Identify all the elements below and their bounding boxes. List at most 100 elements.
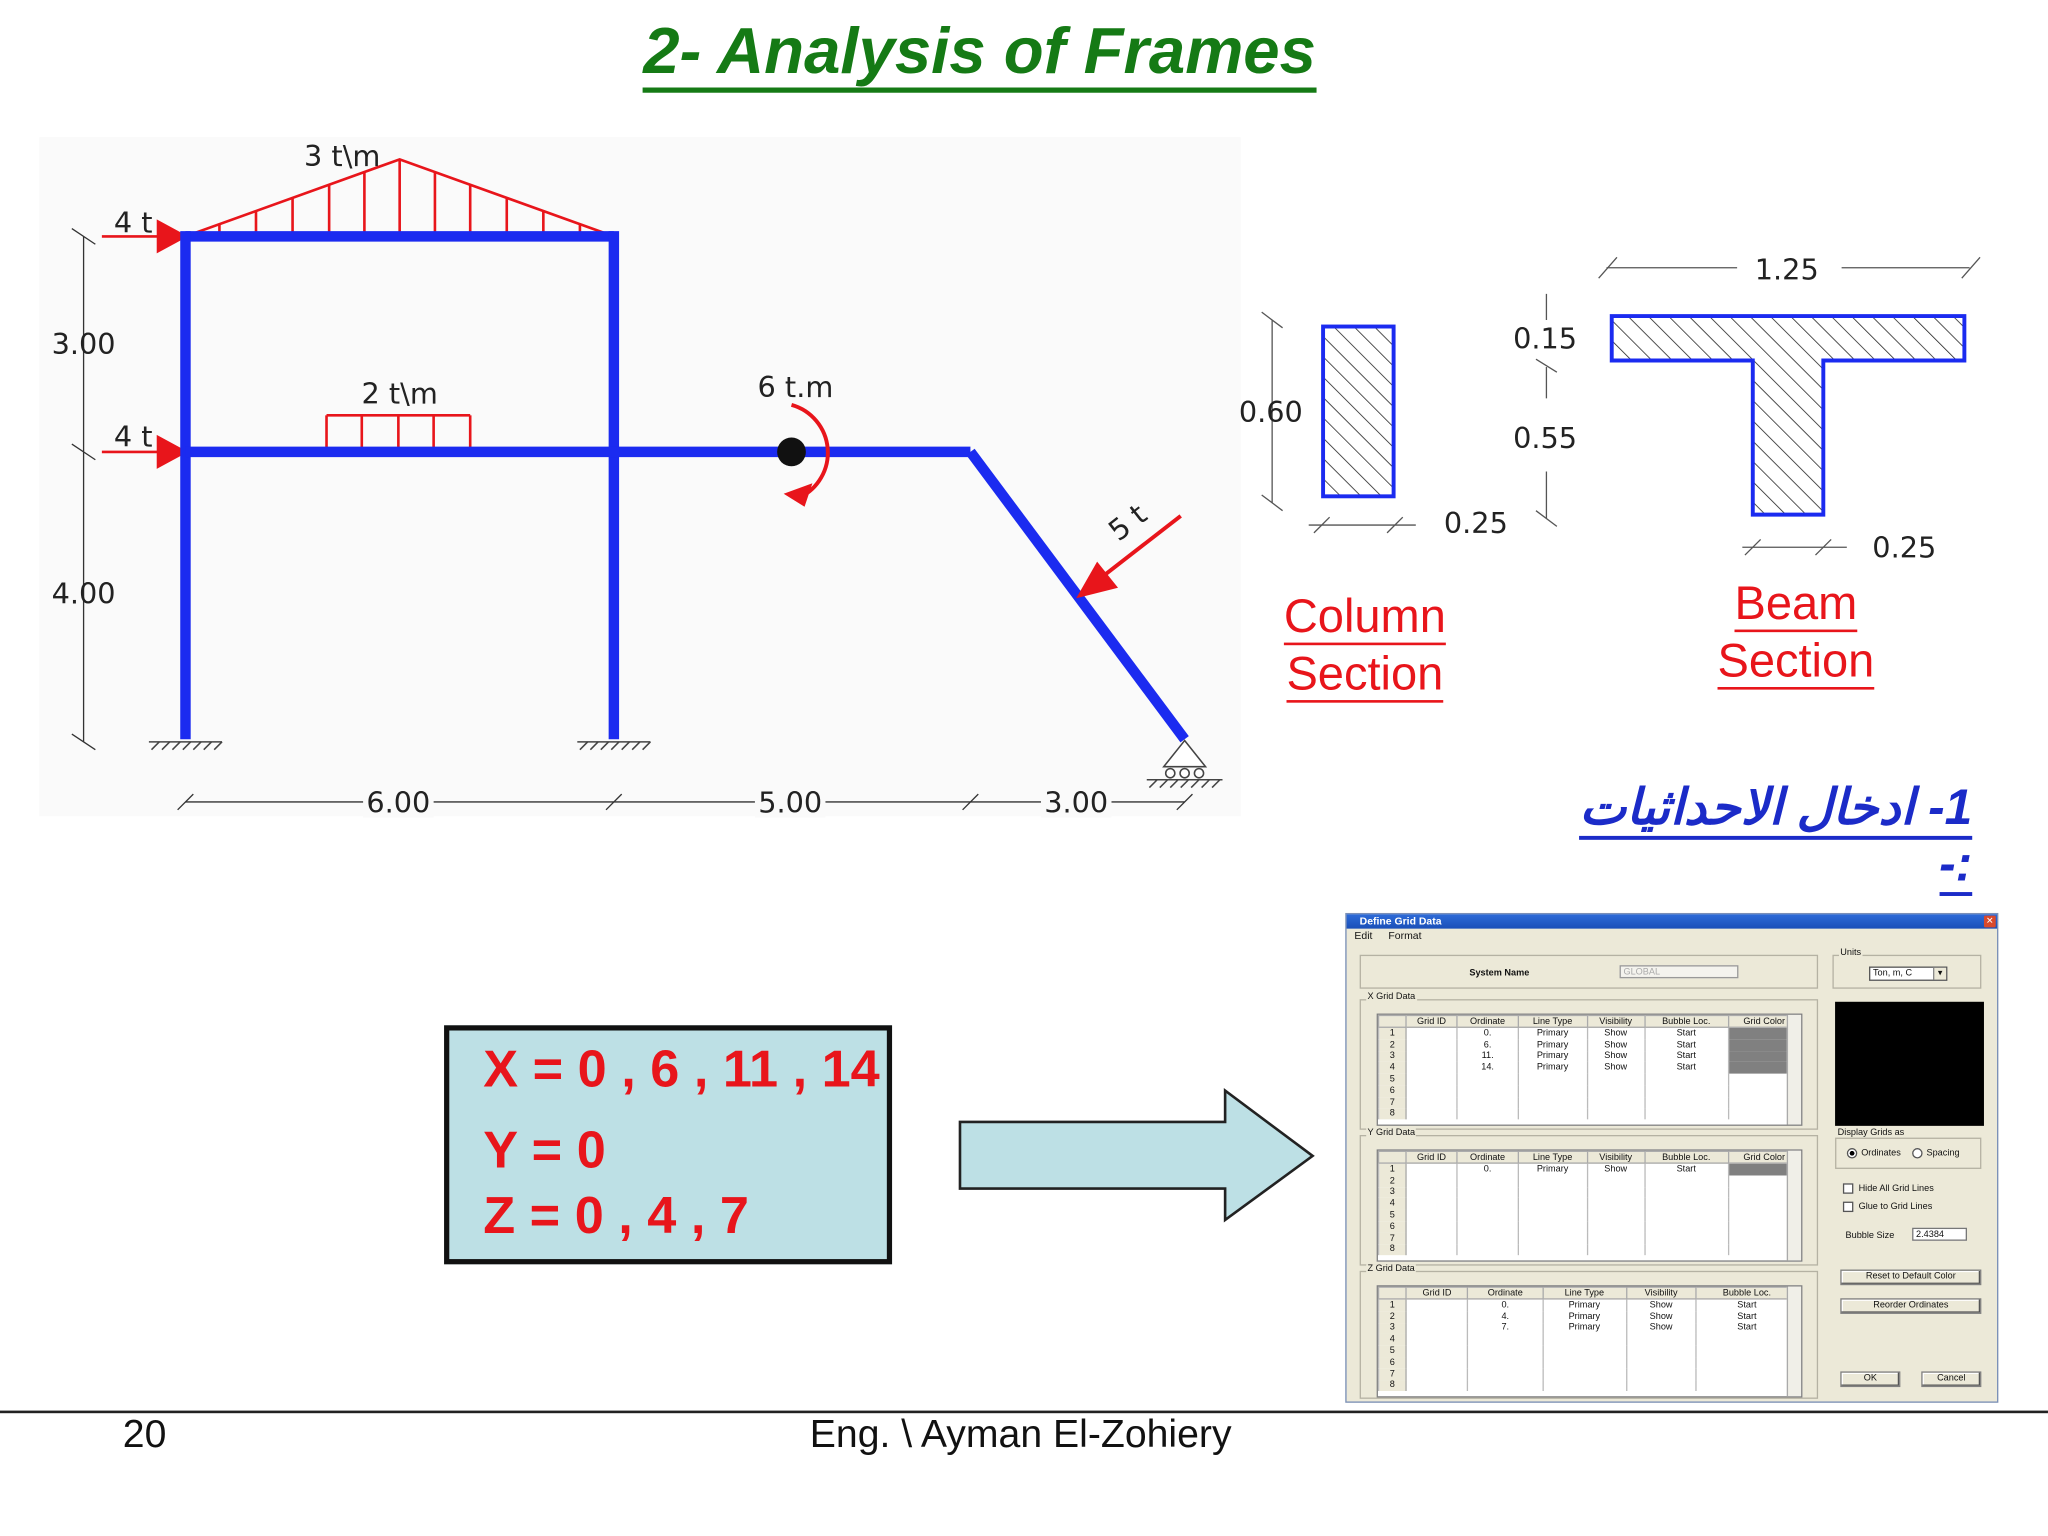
bubble-loc-cell[interactable] [1695,1368,1798,1380]
grid-id-cell[interactable] [1405,1085,1457,1097]
table-row[interactable]: 4 [1377,1334,1801,1346]
visibility-cell[interactable] [1586,1198,1645,1210]
line-type-cell[interactable] [1541,1345,1627,1358]
table-row[interactable]: 7 [1377,1368,1801,1380]
ordinate-cell[interactable] [1456,1198,1519,1210]
ordinate-cell[interactable]: 14. [1456,1062,1519,1074]
ordinate-cell[interactable] [1456,1175,1519,1187]
line-type-cell[interactable] [1541,1368,1627,1380]
visibility-cell[interactable]: Show [1625,1322,1697,1335]
bubble-loc-cell[interactable]: Start [1643,1163,1729,1176]
line-type-cell[interactable] [1541,1379,1627,1392]
bubble-loc-cell[interactable]: Start [1695,1322,1798,1335]
visibility-cell[interactable] [1586,1232,1645,1245]
grid-color-cell[interactable] [1727,1232,1801,1245]
line-type-cell[interactable] [1517,1198,1587,1210]
grid-color-cell[interactable] [1727,1096,1801,1109]
grid-id-cell[interactable] [1405,1073,1457,1086]
grid-color-cell[interactable] [1727,1209,1801,1222]
bubble-size-field[interactable]: 2.4384 [1912,1227,1967,1241]
grid-id-cell[interactable] [1405,1198,1457,1210]
grid-color-cell[interactable] [1727,1198,1801,1210]
close-icon[interactable]: ✕ [1983,915,1996,928]
visibility-cell[interactable] [1586,1244,1645,1256]
visibility-cell[interactable] [1586,1221,1645,1233]
table-row[interactable]: 6 [1377,1085,1801,1097]
line-type-cell[interactable] [1517,1221,1587,1233]
table-row[interactable]: 7 [1377,1232,1801,1245]
ordinates-radio[interactable]: Ordinates [1846,1148,1901,1159]
table-row[interactable]: 7 [1377,1096,1801,1109]
grid-id-cell[interactable] [1405,1311,1469,1323]
grid-id-cell[interactable] [1405,1322,1469,1335]
table-row[interactable]: 3 [1377,1186,1801,1199]
grid-id-cell[interactable] [1405,1050,1457,1063]
grid-id-cell[interactable] [1405,1108,1457,1120]
line-type-cell[interactable] [1517,1244,1587,1256]
menu-format[interactable]: Format [1388,929,1422,942]
grid-id-cell[interactable] [1405,1096,1457,1109]
line-type-cell[interactable]: Primary [1517,1062,1587,1074]
bubble-loc-cell[interactable] [1695,1379,1798,1392]
visibility-cell[interactable] [1586,1209,1645,1222]
grid-id-cell[interactable] [1405,1334,1469,1346]
bubble-loc-cell[interactable] [1695,1345,1798,1358]
table-row[interactable]: 8 [1377,1108,1801,1120]
ordinate-cell[interactable]: 11. [1456,1050,1519,1063]
grid-color-cell[interactable] [1727,1163,1801,1176]
line-type-cell[interactable]: Primary [1517,1050,1587,1063]
grid-id-cell[interactable] [1405,1062,1457,1074]
line-type-cell[interactable]: Primary [1517,1039,1587,1051]
cancel-button[interactable]: Cancel [1921,1371,1982,1388]
line-type-cell[interactable] [1517,1232,1587,1245]
line-type-cell[interactable]: Primary [1541,1311,1627,1323]
grid-color-cell[interactable] [1727,1186,1801,1199]
hide-all-grid-lines-checkbox[interactable]: Hide All Grid Lines [1842,1183,1934,1194]
grid-id-cell[interactable] [1405,1027,1457,1040]
table-row[interactable]: 5 [1377,1209,1801,1222]
line-type-cell[interactable]: Primary [1517,1163,1587,1176]
bubble-loc-cell[interactable] [1643,1244,1729,1256]
visibility-cell[interactable] [1625,1379,1697,1392]
bubble-loc-cell[interactable] [1643,1198,1729,1210]
ordinate-cell[interactable]: 0. [1456,1163,1519,1176]
grid-id-cell[interactable] [1405,1368,1469,1380]
z-grid-scrollbar[interactable] [1786,1286,1802,1397]
units-select[interactable]: Ton, m, C ▾ [1869,966,1948,981]
grid-id-cell[interactable] [1405,1163,1457,1176]
bubble-loc-cell[interactable]: Start [1643,1027,1729,1040]
bubble-loc-cell[interactable] [1643,1085,1729,1097]
reset-default-color-button[interactable]: Reset to Default Color [1840,1269,1982,1286]
grid-id-cell[interactable] [1405,1298,1469,1312]
ordinate-cell[interactable] [1456,1085,1519,1097]
bubble-loc-cell[interactable] [1643,1221,1729,1233]
visibility-cell[interactable] [1586,1186,1645,1199]
grid-id-cell[interactable] [1405,1357,1469,1369]
line-type-cell[interactable] [1517,1209,1587,1222]
grid-id-cell[interactable] [1405,1039,1457,1051]
grid-color-cell[interactable] [1727,1027,1801,1040]
ordinate-cell[interactable] [1456,1244,1519,1256]
bubble-loc-cell[interactable]: Start [1643,1039,1729,1051]
bubble-loc-cell[interactable] [1643,1186,1729,1199]
line-type-cell[interactable] [1517,1073,1587,1086]
grid-id-cell[interactable] [1405,1175,1457,1187]
table-row[interactable]: 4 [1377,1198,1801,1210]
line-type-cell[interactable] [1517,1096,1587,1109]
ordinate-cell[interactable] [1467,1334,1543,1346]
bubble-loc-cell[interactable] [1643,1175,1729,1187]
bubble-loc-cell[interactable] [1643,1232,1729,1245]
bubble-loc-cell[interactable] [1695,1357,1798,1369]
ordinate-cell[interactable] [1456,1209,1519,1222]
reorder-ordinates-button[interactable]: Reorder Ordinates [1840,1298,1982,1314]
ok-button[interactable]: OK [1840,1371,1901,1388]
grid-color-cell[interactable] [1727,1175,1801,1187]
grid-id-cell[interactable] [1405,1244,1457,1256]
